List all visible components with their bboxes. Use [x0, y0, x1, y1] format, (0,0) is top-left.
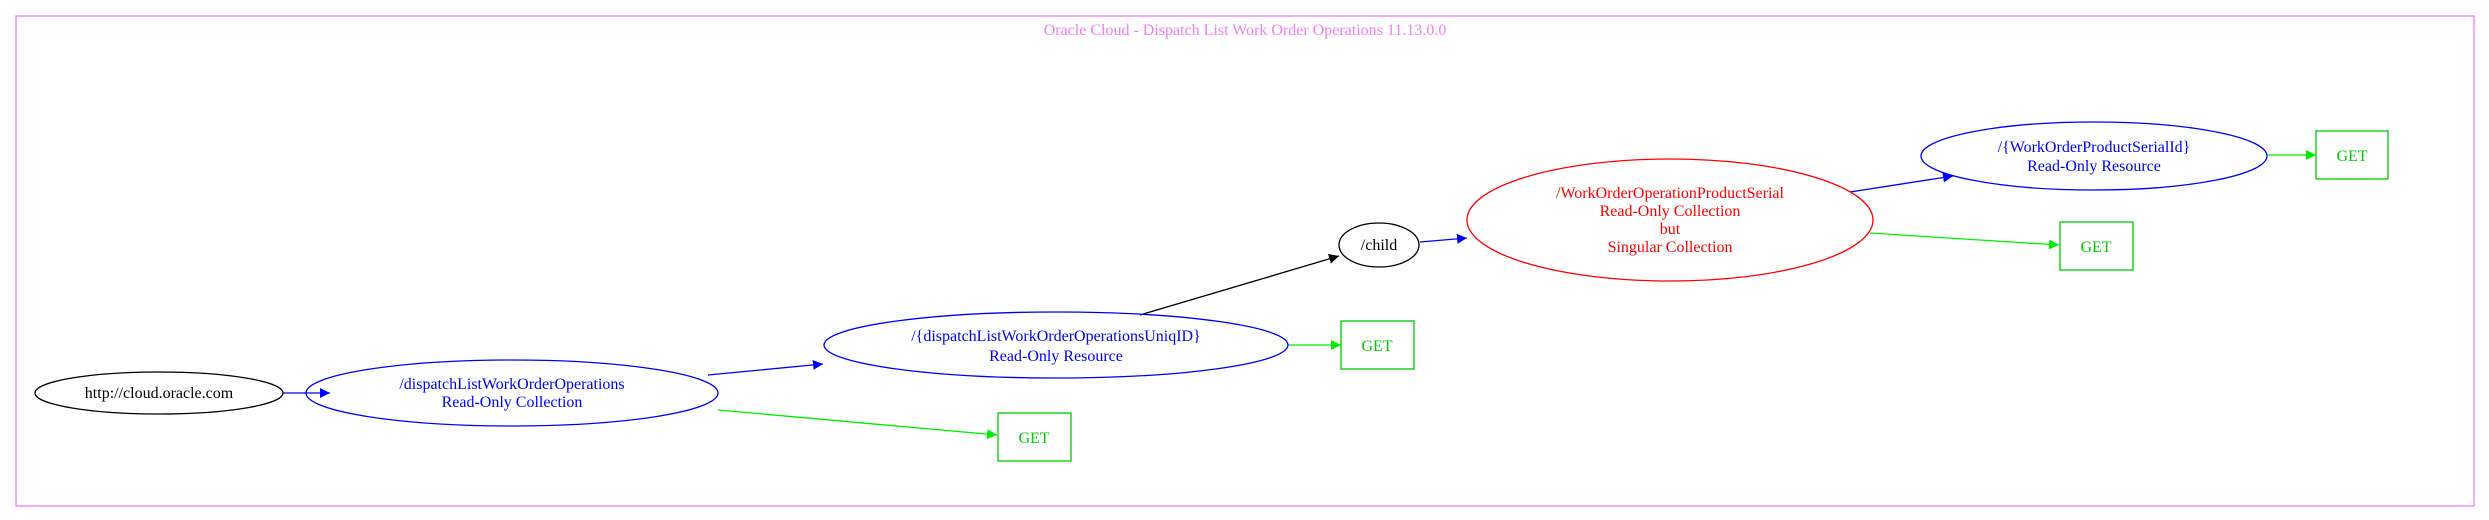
- node-serial-resource[interactable]: /{WorkOrderProductSerialId} Read-Only Re…: [1920, 121, 2268, 191]
- node-get-collection-shape: [997, 412, 1072, 462]
- diagram-title: Oracle Cloud - Dispatch List Work Order …: [1044, 22, 1447, 39]
- node-get-serial[interactable]: GET: [2059, 221, 2134, 271]
- node-get-resource-label: GET: [1361, 338, 1392, 355]
- node-collection-path: /dispatchListWorkOrderOperations: [399, 376, 624, 393]
- node-get-resource-shape: [1340, 320, 1415, 370]
- edge-serial-to-get: [1869, 232, 2060, 250]
- node-child-shape: [1338, 222, 1420, 268]
- edge-collection-to-resource: [707, 359, 824, 376]
- node-resource-path: /{dispatchListWorkOrderOperationsUniqID}: [911, 328, 1201, 345]
- node-root-label: http://cloud.oracle.com: [85, 385, 234, 402]
- node-get-serial-label: GET: [2080, 239, 2111, 256]
- node-resource[interactable]: /{dispatchListWorkOrderOperationsUniqID}…: [823, 311, 1289, 379]
- node-serial-resource-shape: [1920, 121, 2268, 191]
- node-root-shape: [34, 371, 284, 415]
- node-serial-resource-type: Read-Only Resource: [2027, 158, 2161, 175]
- node-collection-shape: [305, 359, 719, 427]
- node-collection-type: Read-Only Collection: [442, 394, 583, 411]
- node-serial-singular: Singular Collection: [1608, 239, 1733, 256]
- edge-resource-to-child: [1139, 254, 1340, 316]
- node-resource-shape: [823, 311, 1289, 379]
- node-serial-shape: [1466, 158, 1874, 282]
- node-get-collection-label: GET: [1018, 430, 1049, 447]
- node-get-serial-resource-shape: [2315, 130, 2389, 180]
- node-root[interactable]: http://cloud.oracle.com: [34, 371, 284, 415]
- node-serial-path: /WorkOrderOperationProductSerial: [1556, 185, 1785, 202]
- node-serial-but: but: [1660, 221, 1681, 238]
- edge-collection-to-get: [717, 409, 998, 440]
- node-get-collection[interactable]: GET: [997, 412, 1072, 462]
- node-serial-resource-path: /{WorkOrderProductSerialId}: [1998, 139, 2191, 156]
- node-collection[interactable]: /dispatchListWorkOrderOperations Read-On…: [305, 359, 719, 427]
- node-resource-type: Read-Only Resource: [989, 348, 1123, 365]
- edge-child-to-serial: [1419, 233, 1468, 244]
- node-child[interactable]: /child: [1338, 222, 1420, 268]
- node-get-serial-resource[interactable]: GET: [2315, 130, 2389, 180]
- node-get-serial-resource-label: GET: [2336, 148, 2367, 165]
- node-child-label: /child: [1361, 237, 1397, 254]
- node-get-serial-shape: [2059, 221, 2134, 271]
- node-serial-type: Read-Only Collection: [1600, 203, 1741, 220]
- node-get-resource[interactable]: GET: [1340, 320, 1415, 370]
- cluster-frame: [15, 15, 2475, 507]
- edge-serial-to-serial-resource: [1849, 172, 1954, 193]
- node-serial[interactable]: /WorkOrderOperationProductSerial Read-On…: [1466, 158, 1874, 282]
